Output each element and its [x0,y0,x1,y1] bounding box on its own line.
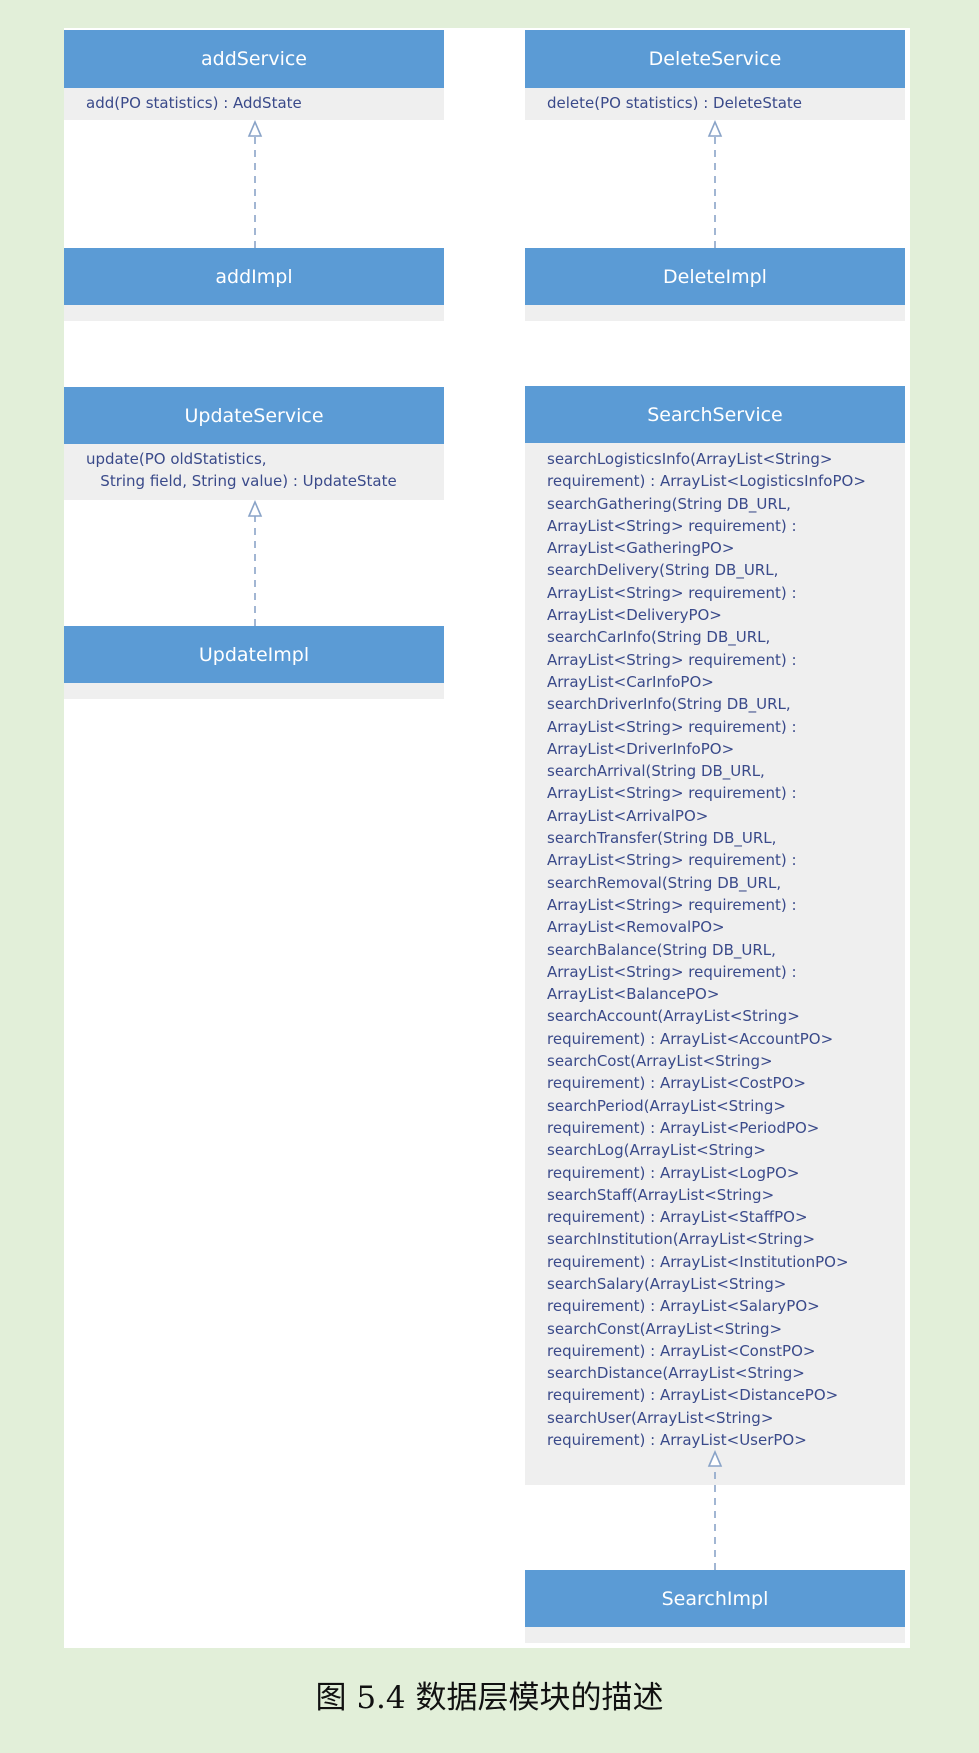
method-signature: ArrayList<CarInfoPO> [547,672,714,691]
method-signature: searchLog(ArrayList<String> [547,1141,766,1160]
method-signature: ArrayList<RemovalPO> [547,918,725,937]
class-footer-search-impl [525,1627,905,1643]
method-signature: requirement) : ArrayList<StaffPO> [547,1208,808,1227]
method-signature: ArrayList<DriverInfoPO> [547,739,735,758]
class-name-update-impl: UpdateImpl [64,626,444,683]
method-signature: searchArrival(String DB_URL, [547,762,765,781]
method-signature: ArrayList<String> requirement) : [547,650,797,669]
class-box-add-impl: addImpl [64,248,444,321]
method-signature: searchCarInfo(String DB_URL, [547,628,771,647]
method-signature: requirement) : ArrayList<LogPO> [547,1163,800,1182]
interface-name-delete-service: DeleteService [525,30,905,88]
method-signature: requirement) : ArrayList<DistancePO> [547,1386,839,1405]
method-signature: requirement) : ArrayList<InstitutionPO> [547,1252,849,1271]
method-signature: requirement) : ArrayList<AccountPO> [547,1029,834,1048]
method-signature: requirement) : ArrayList<SalaryPO> [547,1297,820,1316]
method-signature: ArrayList<String> requirement) : [547,583,797,602]
interface-methods-update-service: update(PO oldStatistics, String field, S… [64,444,444,500]
method-signature: searchStaff(ArrayList<String> [547,1185,775,1204]
interface-box-add-service: addService add(PO statistics) : AddState [64,30,444,120]
method-signature: add(PO statistics) : AddState [86,94,302,112]
method-signature: searchDelivery(String DB_URL, [547,561,779,580]
method-signature: requirement) : ArrayList<LogisticsInfoPO… [547,472,866,491]
method-signature: searchInstitution(ArrayList<String> [547,1230,816,1249]
method-signature: searchBalance(String DB_URL, [547,940,776,959]
interface-box-delete-service: DeleteService delete(PO statistics) : De… [525,30,905,120]
method-signature: ArrayList<String> requirement) : [547,717,797,736]
method-signature: searchPeriod(ArrayList<String> [547,1096,786,1115]
method-signature: ArrayList<ArrivalPO> [547,806,709,825]
interface-name-update-service: UpdateService [64,387,444,444]
interface-methods-search-service: searchLogisticsInfo(ArrayList<String> req… [525,443,905,1485]
figure-caption: 图 5.4 数据层模块的描述 [315,1680,664,1716]
interface-name-search-service: SearchService [525,386,905,443]
class-box-update-impl: UpdateImpl [64,626,444,699]
method-signature: searchDriverInfo(String DB_URL, [547,695,791,714]
class-box-delete-impl: DeleteImpl [525,248,905,321]
interface-box-update-service: UpdateService update(PO oldStatistics, S… [64,387,444,500]
method-signature: ArrayList<String> requirement) : [547,784,797,803]
class-footer-update-impl [64,683,444,699]
class-footer-delete-impl [525,305,905,321]
class-box-search-impl: SearchImpl [525,1570,905,1643]
method-signature: requirement) : ArrayList<UserPO> [547,1431,807,1450]
class-footer-add-impl [64,305,444,321]
method-list: delete(PO statistics) : DeleteState [547,92,905,114]
method-signature: searchSalary(ArrayList<String> [547,1274,787,1293]
method-signature: ArrayList<String> requirement) : [547,962,797,981]
interface-methods-delete-service: delete(PO statistics) : DeleteState [525,88,905,120]
method-signature: searchUser(ArrayList<String> [547,1408,774,1427]
interface-name-add-service: addService [64,30,444,88]
method-signature: requirement) : ArrayList<PeriodPO> [547,1118,820,1137]
method-signature: requirement) : ArrayList<ConstPO> [547,1341,816,1360]
method-signature: searchTransfer(String DB_URL, [547,829,777,848]
method-list: searchLogisticsInfo(ArrayList<String> req… [547,448,905,1451]
method-signature: requirement) : ArrayList<CostPO> [547,1074,806,1093]
method-signature: searchConst(ArrayList<String> [547,1319,783,1338]
method-signature: searchGathering(String DB_URL, [547,494,791,513]
method-signature: searchLogisticsInfo(ArrayList<String> [547,450,833,468]
method-signature: searchDistance(ArrayList<String> [547,1364,805,1383]
method-signature: searchRemoval(String DB_URL, [547,873,782,892]
method-signature: delete(PO statistics) : DeleteState [547,94,803,112]
method-signature: searchCost(ArrayList<String> [547,1052,773,1071]
class-name-add-impl: addImpl [64,248,444,305]
method-signature: searchAccount(ArrayList<String> [547,1007,800,1026]
method-signature: ArrayList<GatheringPO> [547,539,735,558]
method-signature: ArrayList<DeliveryPO> [547,606,722,625]
method-list: add(PO statistics) : AddState [86,92,444,114]
method-signature: ArrayList<String> requirement) : [547,851,797,870]
interface-box-search-service: SearchService searchLogisticsInfo(ArrayL… [525,386,905,1485]
method-signature: String field, String value) : UpdateStat… [86,472,397,491]
method-list: update(PO oldStatistics, String field, S… [86,448,444,493]
class-name-delete-impl: DeleteImpl [525,248,905,305]
method-signature: ArrayList<String> requirement) : [547,895,797,914]
method-signature: update(PO oldStatistics, [86,450,267,468]
method-signature: ArrayList<BalancePO> [547,985,720,1004]
method-signature: ArrayList<String> requirement) : [547,516,797,535]
interface-methods-add-service: add(PO statistics) : AddState [64,88,444,120]
class-name-search-impl: SearchImpl [525,1570,905,1627]
